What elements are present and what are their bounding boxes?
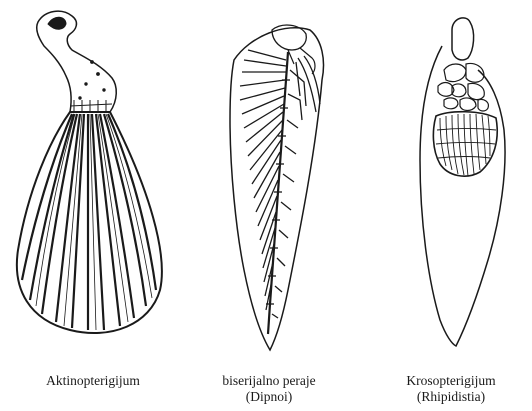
caption-crossopterygium-line1: Krosopterigijum	[386, 373, 516, 389]
biserial-fin-outline	[230, 28, 324, 350]
caption-biserial-line1: biserijalno peraje	[204, 373, 334, 389]
crossopterygium-fin-outline	[420, 46, 505, 346]
actinopterygium-fin-web	[17, 112, 162, 333]
actinopterygium-radials	[70, 100, 112, 112]
actinopterygium-fin	[17, 11, 162, 333]
crossopterygium-fin	[420, 18, 505, 346]
biserial-axis	[268, 52, 288, 334]
crossopterygium-humerus	[452, 18, 474, 60]
caption-biserial-line2: (Dipnoi)	[204, 389, 334, 405]
actinopterygium-fin-rays	[22, 114, 156, 330]
biserial-basal-bone	[272, 25, 306, 50]
actinopterygium-base-bone	[37, 11, 117, 112]
biserial-fin	[230, 25, 324, 350]
crossopterygium-lobe-rays	[436, 114, 496, 176]
caption-biserial-fin: biserijalno peraje (Dipnoi)	[204, 373, 334, 405]
caption-crossopterygium-line2: (Rhipidistia)	[386, 389, 516, 405]
caption-crossopterygium: Krosopterigijum (Rhipidistia)	[386, 373, 516, 405]
caption-actinopterygium: Aktinopterigijum	[18, 373, 168, 389]
caption-actinopterygium-line1: Aktinopterigijum	[18, 373, 168, 389]
